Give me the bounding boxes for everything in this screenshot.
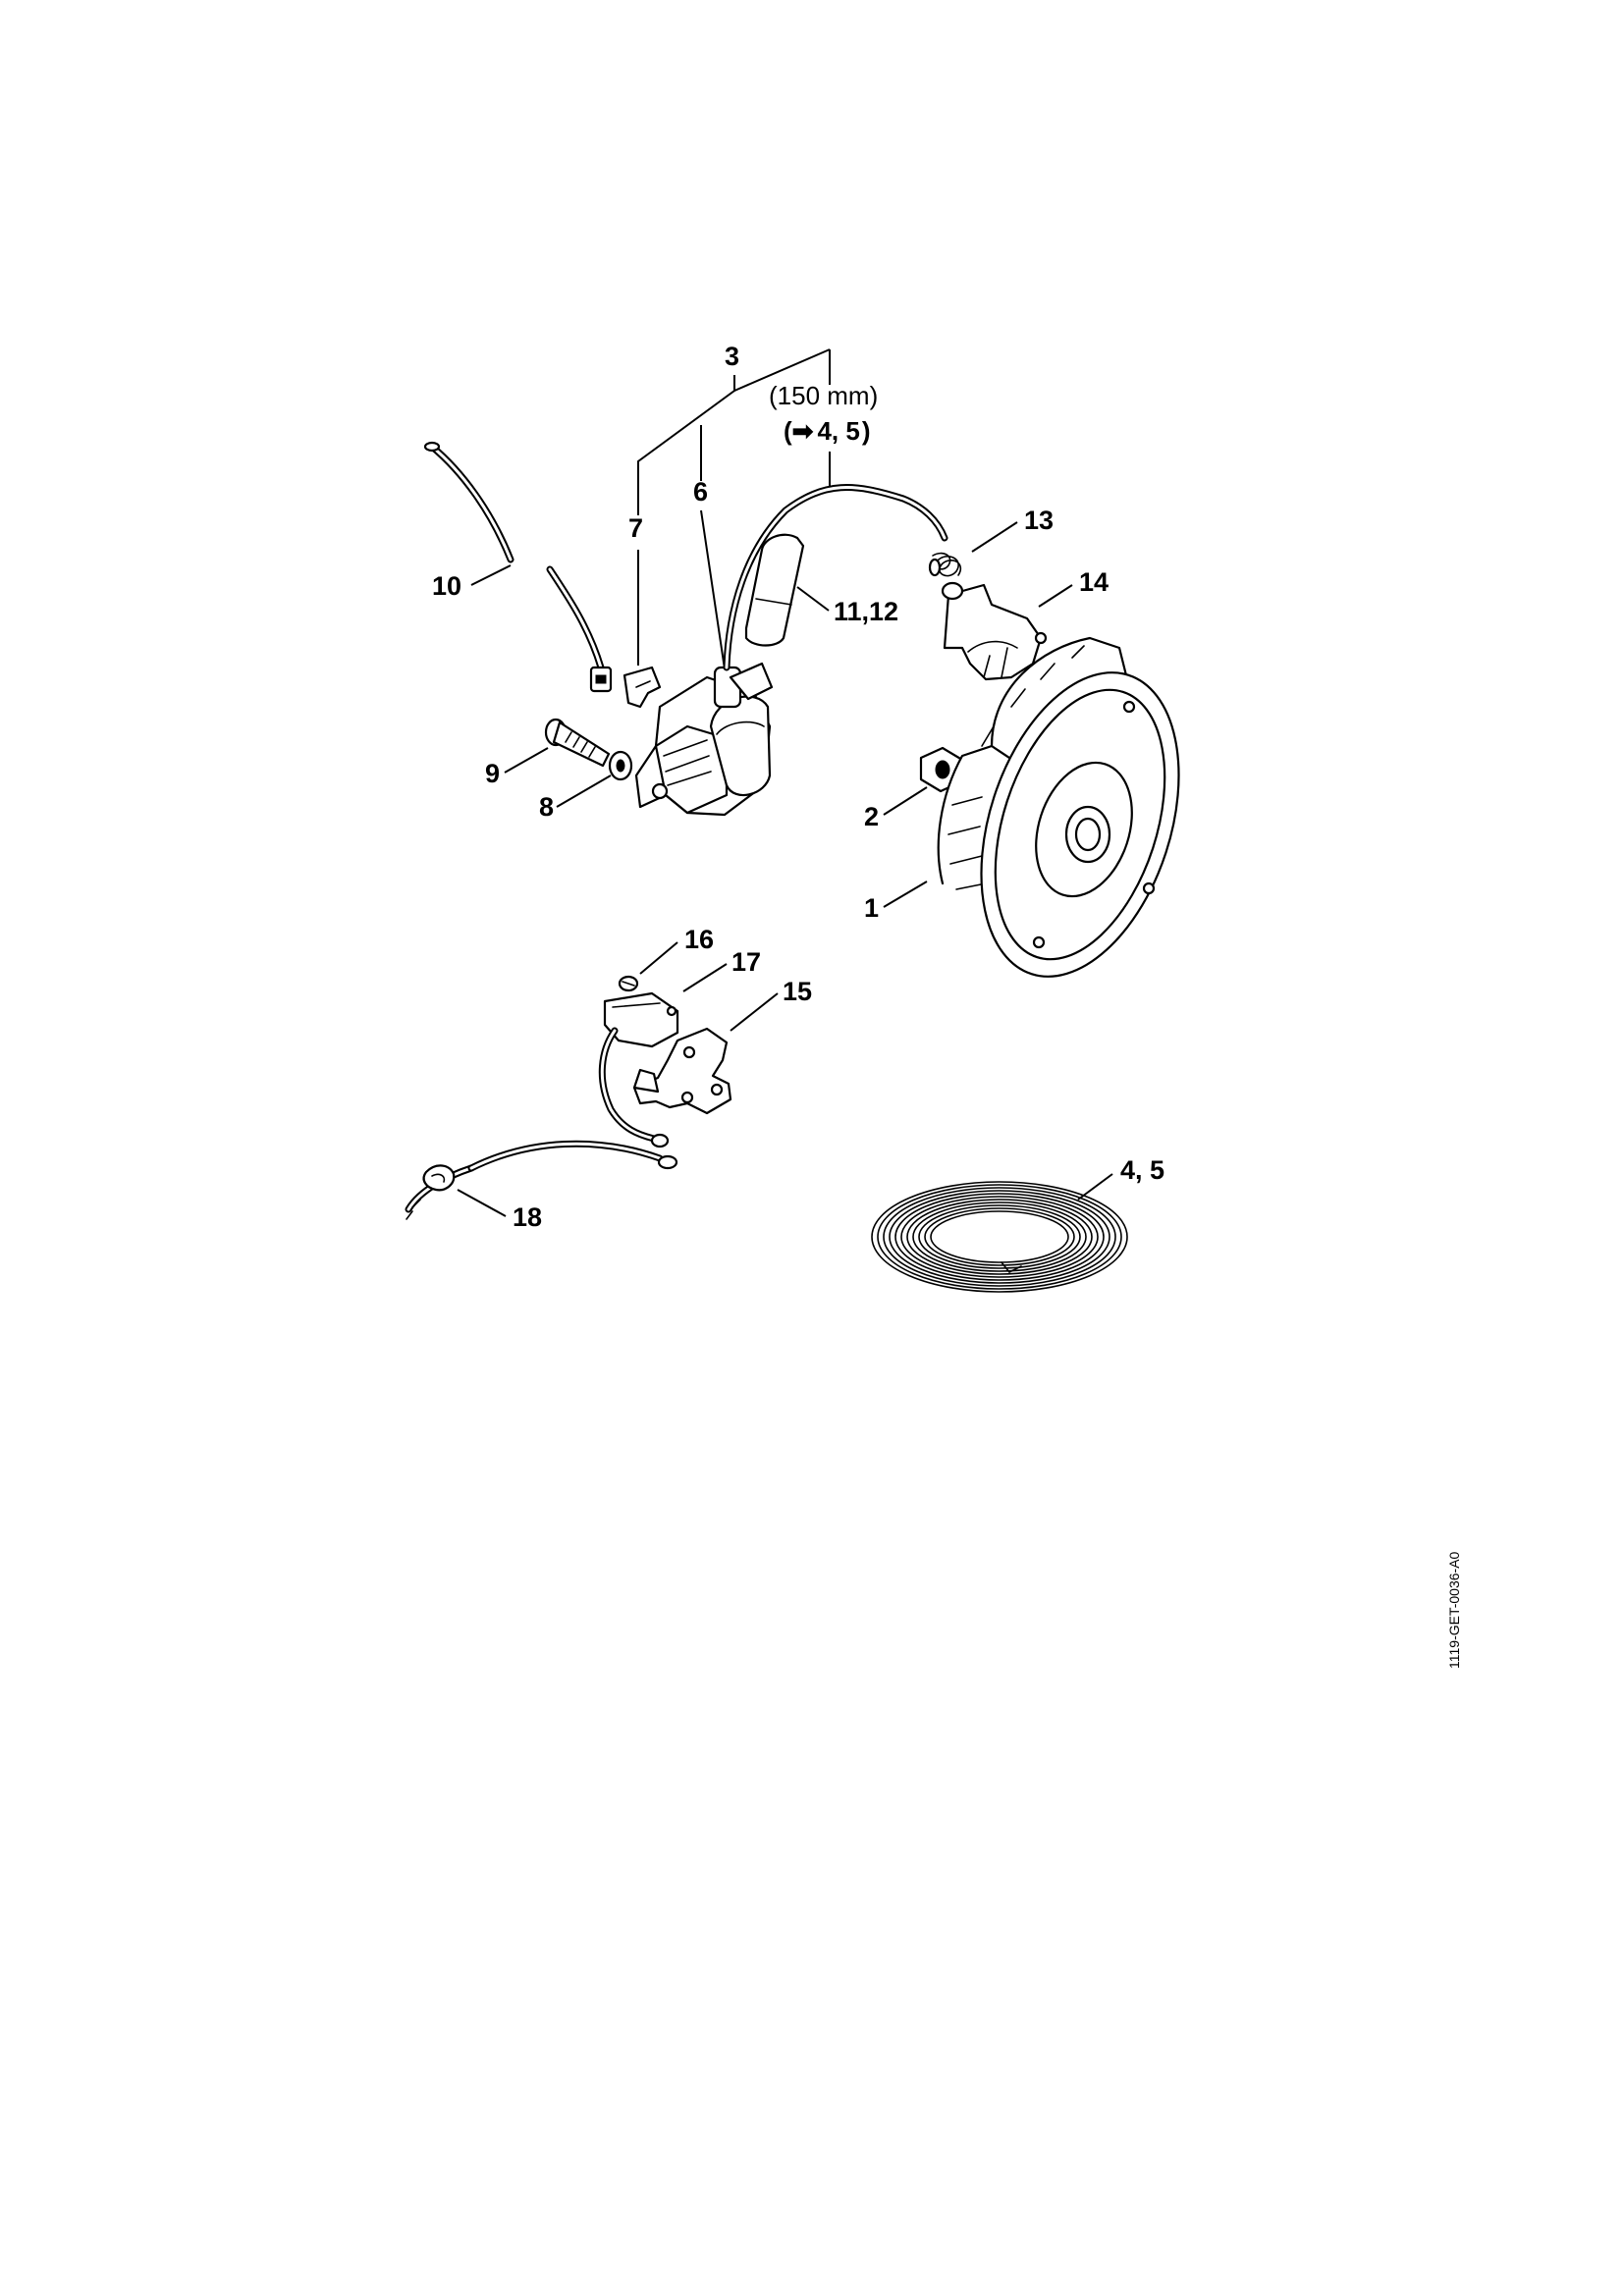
part-1-flywheel [937, 636, 1180, 978]
drawing-id: 1119-GET-0036-A0 [1446, 1551, 1462, 1669]
callout-11-12: 11,12 [834, 597, 898, 626]
callout-9: 9 [485, 759, 500, 788]
callout-1: 1 [864, 893, 879, 923]
ref-open: ( [784, 416, 792, 446]
ignition-module [634, 662, 774, 817]
svg-text:(➡4, 5): (➡4, 5) [784, 416, 871, 446]
part-4-5-coiled-cable [871, 1181, 1128, 1293]
callout-3: 3 [725, 342, 739, 371]
part-8-washer [608, 750, 633, 781]
part-11-12-ignition-lead [723, 484, 948, 671]
switch-wire [598, 1027, 670, 1148]
callout-13: 13 [1024, 506, 1054, 535]
callout-16: 16 [684, 925, 714, 954]
ref-arrow-icon: ➡ [792, 416, 814, 446]
callout-15: 15 [783, 977, 812, 1006]
part-18-cable [405, 1140, 678, 1220]
part-17-switch [603, 991, 679, 1048]
callout-7: 7 [628, 513, 643, 543]
part-15-bracket [632, 1027, 732, 1115]
callout-6: 6 [693, 477, 708, 507]
ref-parts: 4, 5 [817, 416, 859, 446]
part-13-spring [928, 552, 962, 577]
part-9-screw [544, 718, 611, 768]
callout-10: 10 [432, 571, 461, 601]
callout-2: 2 [864, 802, 879, 831]
length-note: (150 mm) [769, 381, 878, 410]
callout-18: 18 [513, 1202, 542, 1232]
part-10-ground-wire [423, 441, 613, 693]
ref-close: ) [862, 416, 871, 446]
reference-note: (➡4, 5) [784, 416, 871, 446]
callout-8: 8 [539, 792, 554, 822]
callout-17: 17 [731, 947, 761, 977]
part-16-screw [618, 975, 639, 992]
callout-14: 14 [1079, 567, 1109, 597]
part-7-clip [623, 666, 662, 709]
part-14-spark-plug-boot [941, 581, 1048, 681]
callout-4-5: 4, 5 [1120, 1155, 1164, 1185]
leader-lines [457, 348, 1113, 1217]
